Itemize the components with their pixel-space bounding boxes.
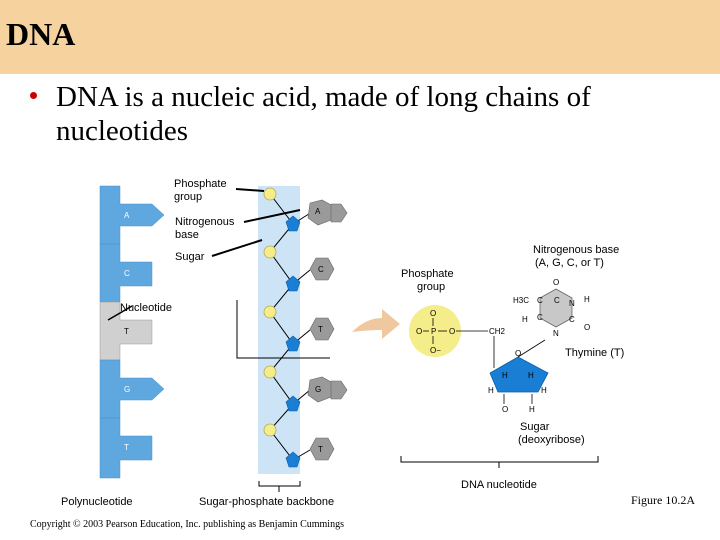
nucleotide-group-bracket: [400, 456, 599, 463]
backbone-line: [269, 193, 294, 461]
svg-text:O: O: [416, 327, 422, 336]
sugar-pentagon-3: [285, 335, 301, 352]
phosphate-circles: [263, 187, 277, 437]
label-nitrogenous-base-right-2: (A, G, C, or T): [535, 257, 604, 269]
svg-text:H: H: [529, 405, 535, 414]
base-letters: A C T G T: [315, 207, 324, 454]
base-shape-g-ring: [330, 380, 348, 400]
sugar-pentagon-2: [285, 275, 301, 292]
base-shape-a: [307, 199, 334, 226]
sugar-pentagon-1: [285, 215, 301, 232]
backbone-bracket: [258, 481, 301, 487]
svg-text:H: H: [488, 386, 494, 395]
base-shape-a-ring: [330, 203, 348, 223]
label-phosphate-group-left-1: Phosphate: [174, 178, 227, 190]
strand-base-g: G: [124, 385, 130, 394]
base-shape-t: [309, 317, 335, 341]
strand-segment-a: [99, 185, 165, 245]
svg-text:O: O: [449, 327, 455, 336]
strand-segment-t2: [99, 417, 153, 479]
label-nitrogenous-base-2: base: [175, 229, 199, 241]
backbone-band: [258, 186, 300, 474]
phosphate-group-chem: O O P O O−: [416, 309, 455, 355]
sugar-pentagon-5: [285, 451, 301, 468]
label-polynucleotide: Polynucleotide: [61, 496, 133, 508]
base-letter-c: C: [318, 265, 324, 274]
base-letter-t: T: [318, 325, 323, 334]
label-nucleotide: Nucleotide: [120, 302, 172, 314]
bullet-dot: [30, 92, 37, 99]
thymine-ring: [539, 288, 573, 328]
label-phosphate-group-right-2: group: [417, 281, 445, 293]
base-letter-a: A: [315, 207, 321, 216]
label-sugar: Sugar: [175, 251, 205, 263]
phosphate-circle-3: [263, 305, 277, 319]
svg-text:C: C: [537, 313, 543, 322]
title-bar: DNA: [0, 0, 720, 74]
slide-title: DNA: [6, 16, 76, 52]
strand-base-t2: T: [124, 443, 129, 452]
svg-text:O−: O−: [430, 346, 441, 355]
thymine-chem: O H3C C C N H C N C O H: [513, 278, 590, 338]
svg-text:P: P: [431, 327, 436, 336]
svg-text:N: N: [553, 329, 559, 338]
phosphate-circle-1: [263, 187, 277, 201]
svg-text:O: O: [502, 405, 508, 414]
polynucleotide-strand: A C T G T: [99, 185, 165, 479]
copyright-text: Copyright © 2003 Pearson Education, Inc.…: [30, 519, 344, 530]
svg-text:C: C: [569, 315, 575, 324]
curved-arrow: [352, 309, 400, 339]
svg-text:H: H: [541, 386, 547, 395]
svg-text:C: C: [554, 296, 560, 305]
svg-text:O: O: [430, 309, 436, 318]
nucleotide-bracket: [236, 300, 330, 359]
strand-segment-g: [99, 359, 165, 419]
sugar-pentagons: [285, 215, 301, 468]
sugar-chem: CH2 O H H H H O H: [488, 327, 547, 414]
sugar-pentagon-4: [285, 395, 301, 412]
svg-text:H3C: H3C: [513, 296, 529, 305]
deoxyribose-ring: [489, 356, 549, 393]
label-dna-nucleotide: DNA nucleotide: [461, 479, 537, 491]
svg-text:N: N: [569, 299, 575, 308]
callout-lines: [107, 188, 301, 321]
strand-base-t: T: [124, 327, 129, 336]
base-shape-c: [309, 257, 335, 281]
svg-text:H: H: [502, 371, 508, 380]
svg-text:C: C: [537, 296, 543, 305]
svg-text:H: H: [584, 295, 590, 304]
base-shape-t2: [309, 437, 335, 461]
label-phosphate-group-left-2: group: [174, 191, 202, 203]
figure-reference: Figure 10.2A: [631, 493, 695, 507]
phosphate-group-circle: [409, 305, 461, 357]
label-sugar-1: Sugar: [520, 421, 550, 433]
svg-text:CH2: CH2: [489, 327, 506, 336]
label-backbone: Sugar-phosphate backbone: [199, 496, 334, 508]
svg-text:H: H: [528, 371, 534, 380]
svg-text:H: H: [522, 315, 528, 324]
label-sugar-2: (deoxyribose): [518, 434, 585, 446]
phosphate-circle-4: [263, 365, 277, 379]
svg-text:O: O: [515, 349, 521, 358]
base-shapes: [307, 199, 348, 461]
svg-text:O: O: [584, 323, 590, 332]
strand-base-c: C: [124, 269, 130, 278]
svg-text:O: O: [553, 278, 559, 287]
bullet-text: DNA is a nucleic acid, made of long chai…: [56, 81, 591, 147]
label-nitrogenous-base-1: Nitrogenous: [175, 216, 235, 228]
strand-base-a: A: [124, 211, 130, 220]
figure-labels: Phosphate group Nitrogenous base Sugar N…: [61, 178, 624, 508]
label-thymine: Thymine (T): [565, 347, 624, 359]
label-nitrogenous-base-right-1: Nitrogenous base: [533, 244, 619, 256]
base-letter-g: G: [315, 385, 321, 394]
phosphate-circle-2: [263, 245, 277, 259]
phosphate-circle-5: [263, 423, 277, 437]
base-letter-t2: T: [318, 445, 323, 454]
label-phosphate-group-right-1: Phosphate: [401, 268, 454, 280]
